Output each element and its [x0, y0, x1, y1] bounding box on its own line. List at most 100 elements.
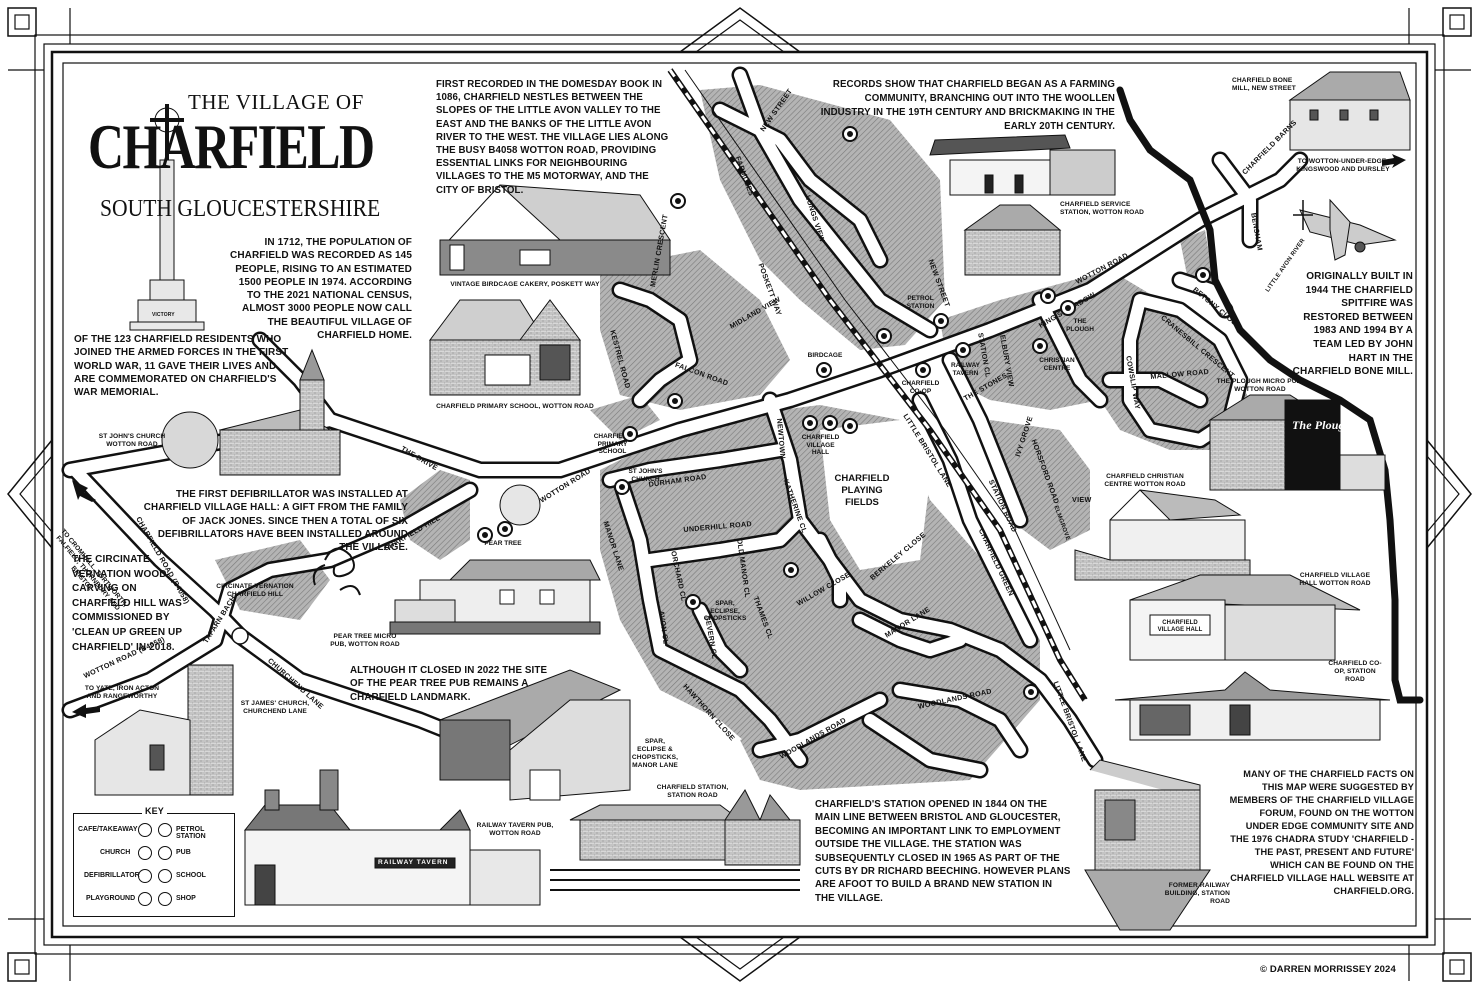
caption-village-hall: CHARFIELD VILLAGE HALL WOTTON ROAD [1299, 572, 1371, 587]
marker-petrol-station[interactable] [933, 313, 949, 329]
title-line1: THE VILLAGE OF [188, 90, 364, 114]
marker-playground-3[interactable] [670, 193, 686, 209]
label-pear-tree: PEAR TREE [484, 540, 522, 547]
church-icon [138, 846, 152, 860]
decorative-frame [7, 7, 1472, 982]
label-petrol-station: PETROL STATION [906, 295, 935, 310]
spar-building-illustration [438, 669, 631, 801]
playing-fields-area [820, 420, 930, 570]
key-label-cafe: CAFE/TAKEAWAY [78, 826, 138, 833]
caption-circinate: CIRCINATE VERNATION CHARFIELD HILL [216, 583, 294, 598]
title-line2: CHARFIELD [88, 111, 375, 182]
roundabout [231, 627, 249, 645]
school-icon [158, 869, 172, 883]
caption-railway-building: FORMER RAILWAY BUILDING, STATION ROAD [1164, 882, 1230, 905]
caption-station: CHARFIELD STATION, STATION ROAD [656, 784, 729, 799]
road-view: VIEW [1072, 495, 1092, 504]
text-war-memorial: OF THE 123 CHARFIELD RESIDENTS WHO JOINE… [74, 334, 289, 399]
title-line3: SOUTH GLOUCESTERSHIRE [100, 196, 381, 222]
key-label-petrol: PETROL STATION [176, 826, 206, 840]
basket-icon [158, 892, 172, 906]
caption-to-wotton: TO WOTTON-UNDER-EDGE, KINGSWOOD AND DURS… [1296, 158, 1390, 173]
marker-primary-school[interactable] [622, 426, 638, 442]
st-james-church-illustration [94, 664, 234, 796]
label-primary-school: CHARFIELD PRIMARY SCHOOL [593, 433, 632, 456]
marker-bakery[interactable] [876, 328, 892, 344]
caption-st-james: ST JAMES' CHURCH, CHURCHEND LANE [240, 700, 310, 715]
marker-village-hall-3[interactable] [842, 418, 858, 434]
railway-line [667, 68, 1088, 702]
cutlery-icon [138, 823, 152, 837]
heart-icon [138, 869, 152, 883]
label-christian-centre: CHRISTIAN CENTRE [1039, 357, 1075, 372]
caption-school: CHARFIELD PRIMARY SCHOOL, WOTTON ROAD [436, 403, 594, 410]
bone-mill-illustration [1288, 71, 1411, 151]
caption-pear-tree: PEAR TREE MICRO PUB, WOTTON ROAD [330, 633, 400, 648]
house-illustration [963, 204, 1062, 276]
text-domesday: FIRST RECORDED IN THE DOMESDAY BOOK IN 1… [436, 79, 669, 196]
marker-christian-centre[interactable] [1032, 338, 1048, 354]
marker-plough-2[interactable] [1040, 288, 1056, 304]
war-memorial-illustration [129, 104, 205, 331]
marker-playground-2[interactable] [667, 393, 683, 409]
st-johns-church-illustration [161, 348, 341, 476]
station-illustration [550, 789, 801, 891]
caption-spar: SPAR, ECLIPSE & CHOPSTICKS, MANOR LANE [631, 738, 679, 769]
marker-birdcage[interactable] [816, 362, 832, 378]
text-spitfire: ORIGINALLY BUILT IN 1944 THE CHARFIELD S… [1292, 271, 1413, 378]
sign-plough: The Plough [1292, 418, 1352, 432]
christian-centre-illustration [1074, 489, 1251, 581]
pear-tree-illustration [389, 484, 601, 635]
railway-tavern-illustration [243, 769, 541, 906]
label-village-hall: CHARFIELD VILLAGE HALL [801, 434, 840, 457]
marker-the-plough[interactable] [1060, 300, 1076, 316]
direction-arrows [72, 154, 1406, 718]
sign-village-hall: CHARFIELD VILLAGE HALL [1157, 620, 1203, 633]
key-label-defib: DEFIBRILLATOR [84, 872, 140, 879]
marker-coop[interactable] [915, 362, 931, 378]
key-label-church: CHURCH [100, 849, 131, 856]
little-avon-river [1116, 86, 1424, 704]
marker-village-hall-2[interactable] [822, 415, 838, 431]
key-label-shop: SHOP [176, 895, 196, 902]
marker-spar[interactable] [685, 594, 701, 610]
plough-pub-illustration [1208, 394, 1386, 491]
village-hall-illustration [1129, 574, 1361, 661]
marker-defib[interactable] [1195, 267, 1211, 283]
memorial-inscription: VICTORY [152, 312, 175, 318]
marker-st-johns[interactable] [614, 479, 630, 495]
swing-icon [138, 892, 152, 906]
label-playing-fields: CHARFIELD PLAYING FIELDS [834, 473, 890, 508]
marker-village-hall[interactable] [802, 415, 818, 431]
service-station-illustration [929, 134, 1116, 196]
key-label-pub: PUB [176, 849, 191, 856]
text-population: IN 1712, THE POPULATION OF CHARFIELD WAS… [230, 237, 412, 342]
text-pear-tree: ALTHOUGH IT CLOSED IN 2022 THE SITE OF T… [350, 665, 548, 703]
label-railway-tavern: RAILWAY TAVERN [950, 362, 980, 377]
label-spar: SPAR, ECLIPSE, CHOPSTICKS [703, 600, 747, 623]
marker-playground-4[interactable] [842, 126, 858, 142]
caption-railway-tavern: RAILWAY TAVERN PUB, WOTTON ROAD [476, 822, 554, 837]
birdcage-cakery-illustration [439, 184, 671, 276]
circinate-vernation-illustration [312, 547, 361, 596]
map-key: KEY CAFE/TAKEAWAY PETROL STATION CHURCH … [73, 806, 235, 917]
spitfire-illustration [1293, 198, 1397, 261]
caption-st-johns: ST JOHN'S CHURCH WOTTON ROAD [98, 433, 166, 448]
caption-bakery: VINTAGE BIRDCAGE CAKERY, POSKETT WAY [450, 281, 600, 288]
key-heading: KEY [142, 806, 167, 816]
text-farming: RECORDS SHOW THAT CHARFIELD BEGAN AS A F… [820, 79, 1115, 132]
sign-railway-tavern: RAILWAY TAVERN [378, 859, 449, 866]
label-birdcage: BIRDCAGE [807, 352, 843, 359]
caption-coop: CHARFIELD CO-OP, STATION ROAD [1328, 660, 1382, 683]
text-defibrillator: THE FIRST DEFIBRILLATOR WAS INSTALLED AT… [143, 489, 408, 554]
label-st-johns: ST JOHN'S CHURCH [628, 468, 663, 483]
marker-pear-tree-2[interactable] [497, 521, 513, 537]
text-station: CHARFIELD'S STATION OPENED IN 1844 ON TH… [815, 799, 1071, 904]
coop-illustration [1114, 671, 1391, 741]
marker-pear-tree[interactable] [477, 527, 493, 543]
marker-playground-5[interactable] [1023, 684, 1039, 700]
marker-playground[interactable] [783, 562, 799, 578]
marker-railway-tavern[interactable] [955, 342, 971, 358]
former-railway-building-illustration [1084, 759, 1211, 931]
